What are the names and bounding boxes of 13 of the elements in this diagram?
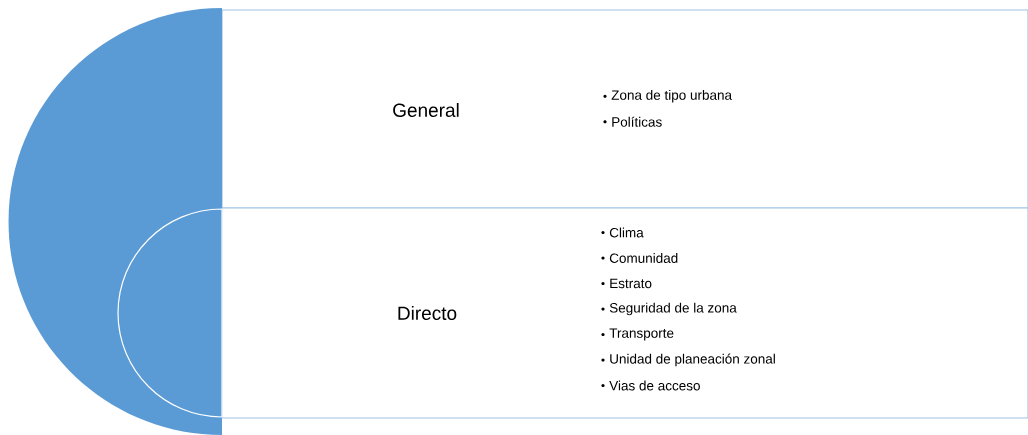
- list-item: Vias de acceso: [601, 380, 700, 391]
- list-item: Zona de tipo urbana: [603, 89, 732, 103]
- text-box: [221, 9, 1028, 209]
- list-item: Estrato: [601, 278, 652, 289]
- text-box: [221, 207, 1028, 419]
- list-item: Seguridad de la zona: [601, 302, 737, 316]
- list-item: Comunidad: [601, 253, 678, 263]
- list-item: Unidad de planeación zonal: [601, 353, 775, 367]
- heading: Directo: [398, 306, 457, 320]
- list-item: Transporte: [601, 328, 674, 341]
- list-item: Clima: [601, 227, 644, 238]
- heading: General: [393, 103, 459, 117]
- list-item: Políticas: [603, 116, 662, 127]
